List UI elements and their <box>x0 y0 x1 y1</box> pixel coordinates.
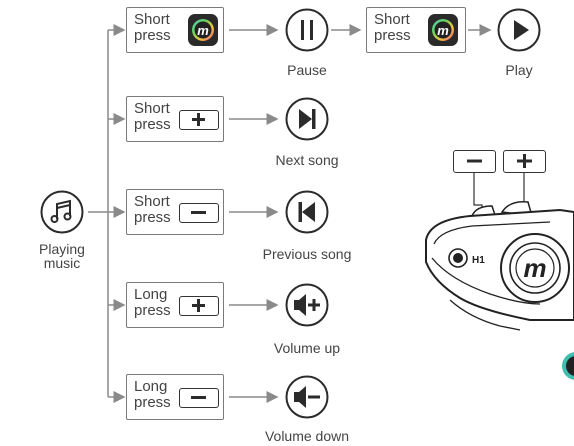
result-label-previous: Previous song <box>262 246 352 262</box>
plus-key-icon <box>179 110 219 130</box>
device-plus-key <box>503 150 546 173</box>
plus-key-icon <box>179 296 219 316</box>
result-label-volume-up: Volume up <box>273 340 341 356</box>
minus-key-icon <box>179 388 219 408</box>
result-label-pause: Pause <box>287 62 327 78</box>
result-label-volume-down: Volume down <box>264 428 350 444</box>
device-minus-key <box>453 150 496 173</box>
next-track-icon <box>285 97 329 141</box>
previous-track-icon <box>285 190 329 234</box>
svg-text:m: m <box>523 253 546 283</box>
svg-text:m: m <box>437 23 449 38</box>
m-button-icon: m <box>187 13 219 52</box>
music-note-icon <box>40 190 84 234</box>
result-label-next: Next song <box>275 152 339 168</box>
m-button-icon: m <box>427 13 459 52</box>
device-model-label: H1 <box>472 255 485 266</box>
volume-down-icon <box>285 375 329 419</box>
play-icon <box>497 8 541 52</box>
volume-up-icon <box>285 283 329 327</box>
minus-key-icon <box>179 203 219 223</box>
pause-icon <box>285 8 329 52</box>
result-label-play: Play <box>505 62 533 78</box>
svg-text:m: m <box>197 23 209 38</box>
device-illustration: H1 m <box>425 173 574 380</box>
